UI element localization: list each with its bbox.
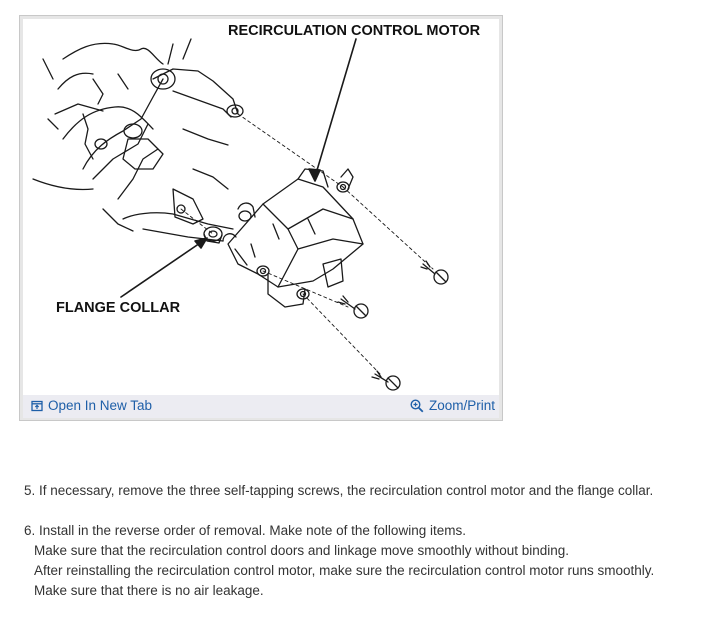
instruction-step-5: 5. If necessary, remove the three self-t… <box>24 483 654 498</box>
alignment-lines <box>180 113 434 376</box>
zoom-print-link[interactable]: Zoom/Print <box>410 398 495 413</box>
recirculation-control-motor-label: RECIRCULATION CONTROL MOTOR <box>228 23 481 39</box>
diagram-image: RECIRCULATION CONTROL MOTOR FLANGE COLLA… <box>23 19 499 395</box>
recirculation-motor-line-drawing <box>32 38 449 391</box>
instruction-step-6-intro: 6. Install in the reverse order of remov… <box>24 523 466 538</box>
open-in-new-tab-link[interactable]: Open In New Tab <box>31 398 152 413</box>
diagram-figure: RECIRCULATION CONTROL MOTOR FLANGE COLLA… <box>19 15 503 421</box>
self-tapping-screws <box>337 260 449 391</box>
flange-collar-part <box>203 226 223 244</box>
housing-assembly <box>32 38 244 242</box>
zoom-print-label: Zoom/Print <box>428 398 495 413</box>
flange-collar-label: FLANGE COLLAR <box>56 300 181 316</box>
open-new-tab-icon <box>31 400 43 411</box>
instruction-note-item: After reinstalling the recirculation con… <box>34 563 655 578</box>
leader-arrows <box>120 38 357 298</box>
instruction-note-item: Make sure that there is no air leakage. <box>34 583 264 598</box>
motor-body <box>222 168 364 308</box>
instruction-step-6: 6. Install in the reverse order of remov… <box>24 521 714 601</box>
instruction-note-item: Make sure that the recirculation control… <box>34 543 570 558</box>
repair-instructions: 5. If necessary, remove the three self-t… <box>24 481 714 601</box>
open-in-new-tab-label: Open In New Tab <box>48 398 153 413</box>
figure-toolbar: Open In New Tab Zoom/Print <box>23 395 499 418</box>
zoom-in-icon <box>410 398 424 412</box>
